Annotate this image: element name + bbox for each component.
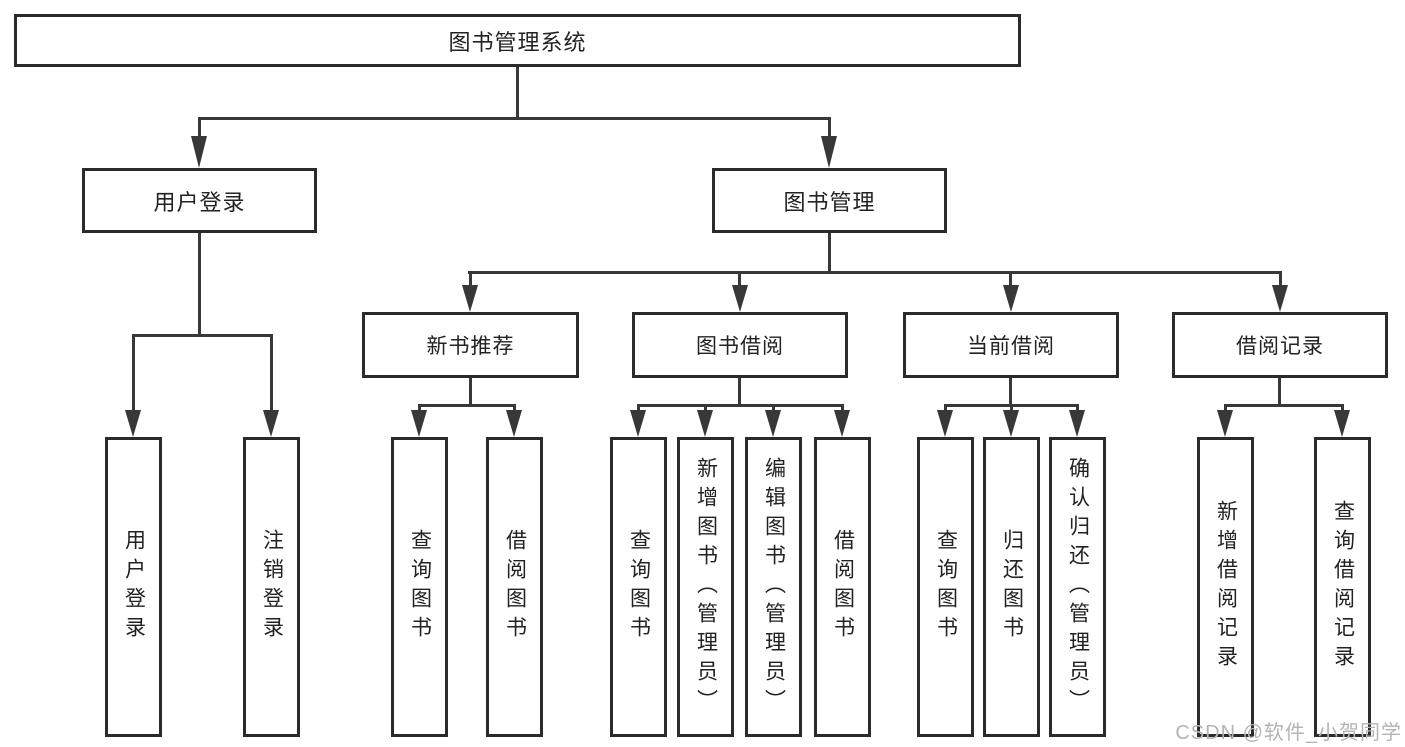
connector-line <box>637 404 640 412</box>
connector-line <box>132 334 135 412</box>
arrow-down-icon <box>732 285 748 312</box>
connector-line <box>418 404 516 407</box>
leaf-label: 新增借阅记录 <box>1214 500 1238 674</box>
arrow-down-icon <box>697 410 713 437</box>
arrow-down-icon <box>125 410 141 437</box>
leaf-borrow-books-1: 借阅图书 <box>486 437 543 737</box>
connector-line <box>772 404 775 412</box>
node-book-borrow-label: 图书借阅 <box>696 335 784 358</box>
connector-line <box>1224 404 1344 407</box>
leaf-label: 借阅图书 <box>503 529 527 645</box>
leaf-return-books: 归还图书 <box>983 437 1040 737</box>
arrow-down-icon <box>834 410 850 437</box>
leaf-edit-books-admin: 编辑图书（管理员） <box>745 437 802 737</box>
arrow-down-icon <box>263 410 279 437</box>
node-user-login-label: 用户登录 <box>153 189 246 215</box>
connector-line <box>469 271 472 286</box>
connector-line <box>738 378 741 406</box>
node-user-login: 用户登录 <box>82 168 317 233</box>
connector-line <box>1278 378 1281 406</box>
node-new-books: 新书推荐 <box>362 312 579 378</box>
arrow-down-icon <box>411 410 427 437</box>
csdn-watermark: CSDN @软件_小贺同学 <box>1175 722 1402 744</box>
arrow-down-icon <box>1003 285 1019 312</box>
leaf-label: 注销登录 <box>260 529 284 645</box>
node-current-borrow-label: 当前借阅 <box>967 335 1055 358</box>
leaf-label: 查询图书 <box>627 529 651 645</box>
connector-line <box>1009 378 1012 406</box>
connector-line <box>637 404 844 407</box>
connector-line <box>1224 404 1227 412</box>
connector-line <box>1076 404 1079 412</box>
arrow-down-icon <box>1272 285 1288 312</box>
arrow-down-icon <box>462 285 478 312</box>
connector-line <box>704 404 707 412</box>
connector-line <box>469 378 472 406</box>
leaf-borrow-books-2: 借阅图书 <box>814 437 871 737</box>
arrow-down-icon <box>821 136 837 168</box>
connector-line <box>418 404 421 412</box>
connector-line <box>738 271 741 286</box>
connector-line <box>132 334 273 337</box>
leaf-query-books-2: 查询图书 <box>610 437 667 737</box>
connector-line <box>828 117 831 137</box>
leaf-label: 用户登录 <box>122 529 146 645</box>
connector-line <box>516 67 519 120</box>
node-current-borrow: 当前借阅 <box>903 312 1119 378</box>
leaf-label: 归还图书 <box>1000 529 1024 645</box>
arrow-down-icon <box>191 136 207 168</box>
arrow-down-icon <box>506 410 522 437</box>
connector-line <box>1010 404 1013 412</box>
connector-line <box>828 233 831 273</box>
leaf-label: 查询图书 <box>934 529 958 645</box>
arrow-down-icon <box>1217 410 1233 437</box>
arrow-down-icon <box>630 410 646 437</box>
connector-line <box>468 271 1282 274</box>
connector-line <box>198 117 831 120</box>
node-book-mgmt: 图书管理 <box>712 168 947 233</box>
node-book-mgmt-label: 图书管理 <box>783 189 876 215</box>
node-borrow-records-label: 借阅记录 <box>1236 335 1324 358</box>
leaf-query-books-3: 查询图书 <box>917 437 974 737</box>
arrow-down-icon <box>1069 410 1085 437</box>
connector-line <box>198 233 201 337</box>
leaf-label: 借阅图书 <box>831 529 855 645</box>
node-root: 图书管理系统 <box>14 14 1021 67</box>
node-root-label: 图书管理系统 <box>448 29 587 55</box>
leaf-label: 查询图书 <box>408 529 432 645</box>
connector-line <box>270 334 273 412</box>
leaf-label: 新增图书（管理员） <box>694 456 718 718</box>
arrow-down-icon <box>1003 410 1019 437</box>
leaf-user-login: 用户登录 <box>105 437 162 737</box>
node-book-borrow: 图书借阅 <box>632 312 848 378</box>
connector-line <box>841 404 844 412</box>
connector-line <box>1341 404 1344 412</box>
arrow-down-icon <box>937 410 953 437</box>
leaf-label: 编辑图书（管理员） <box>762 456 786 718</box>
connector-line <box>198 117 201 137</box>
connector-line <box>944 404 947 412</box>
leaf-add-books-admin: 新增图书（管理员） <box>677 437 734 737</box>
arrow-down-icon <box>765 410 781 437</box>
connector-line <box>513 404 516 412</box>
leaf-label: 确认归还（管理员） <box>1066 456 1090 718</box>
node-new-books-label: 新书推荐 <box>426 335 515 358</box>
arrow-down-icon <box>1334 410 1350 437</box>
leaf-logout: 注销登录 <box>243 437 300 737</box>
leaf-label: 查询借阅记录 <box>1331 500 1355 674</box>
connector-line <box>1009 271 1012 286</box>
leaf-query-borrow-record: 查询借阅记录 <box>1314 437 1371 737</box>
leaf-add-borrow-record: 新增借阅记录 <box>1197 437 1254 737</box>
connector-line <box>1279 271 1282 286</box>
node-borrow-records: 借阅记录 <box>1172 312 1388 378</box>
leaf-confirm-return-admin: 确认归还（管理员） <box>1049 437 1106 737</box>
leaf-query-books-1: 查询图书 <box>391 437 448 737</box>
